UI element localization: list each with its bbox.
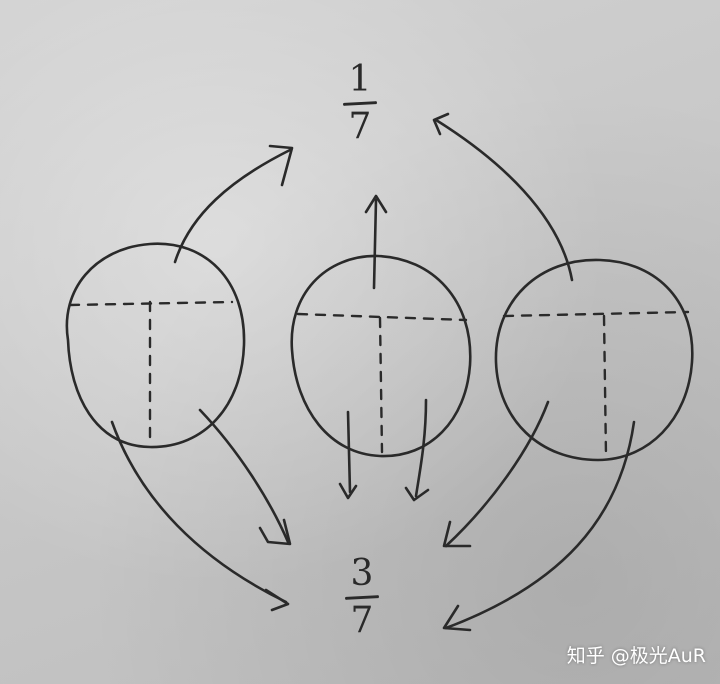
right-circle-outline [494, 258, 694, 462]
arrow-right-inner-to-bottom [442, 400, 550, 548]
top-fraction-denominator: 7 [348, 106, 372, 147]
top-fraction: 1 7 [340, 62, 380, 145]
middle-circle-horizontal-dashes [296, 312, 468, 322]
right-circle-horizontal-dashes [502, 310, 690, 318]
middle-circle-outline [290, 254, 472, 458]
bottom-fraction-denominator: 7 [350, 600, 374, 641]
arrow-left-outer-to-bottom [110, 420, 290, 612]
arrow-middle-to-top [364, 194, 388, 290]
arrow-right-to-top [432, 112, 574, 282]
bottom-fraction-numerator: 3 [350, 553, 374, 594]
bottom-fraction: 3 7 [340, 556, 384, 639]
left-circle [65, 242, 246, 449]
arrow-middle-right-down [404, 398, 430, 502]
arrow-left-inner-to-bottom [198, 408, 292, 546]
left-circle-outline [65, 242, 246, 449]
top-fraction-numerator: 1 [348, 59, 372, 100]
middle-circle [290, 254, 472, 458]
middle-circle-vertical-dashes [378, 316, 384, 454]
right-circle [494, 258, 694, 462]
arrow-left-to-top [173, 144, 294, 264]
right-circle-vertical-dashes [602, 314, 608, 458]
watermark: 知乎 @极光AuR [566, 645, 706, 667]
arrow-middle-left-down [338, 410, 358, 500]
arrow-right-outer-to-bottom [442, 420, 636, 632]
